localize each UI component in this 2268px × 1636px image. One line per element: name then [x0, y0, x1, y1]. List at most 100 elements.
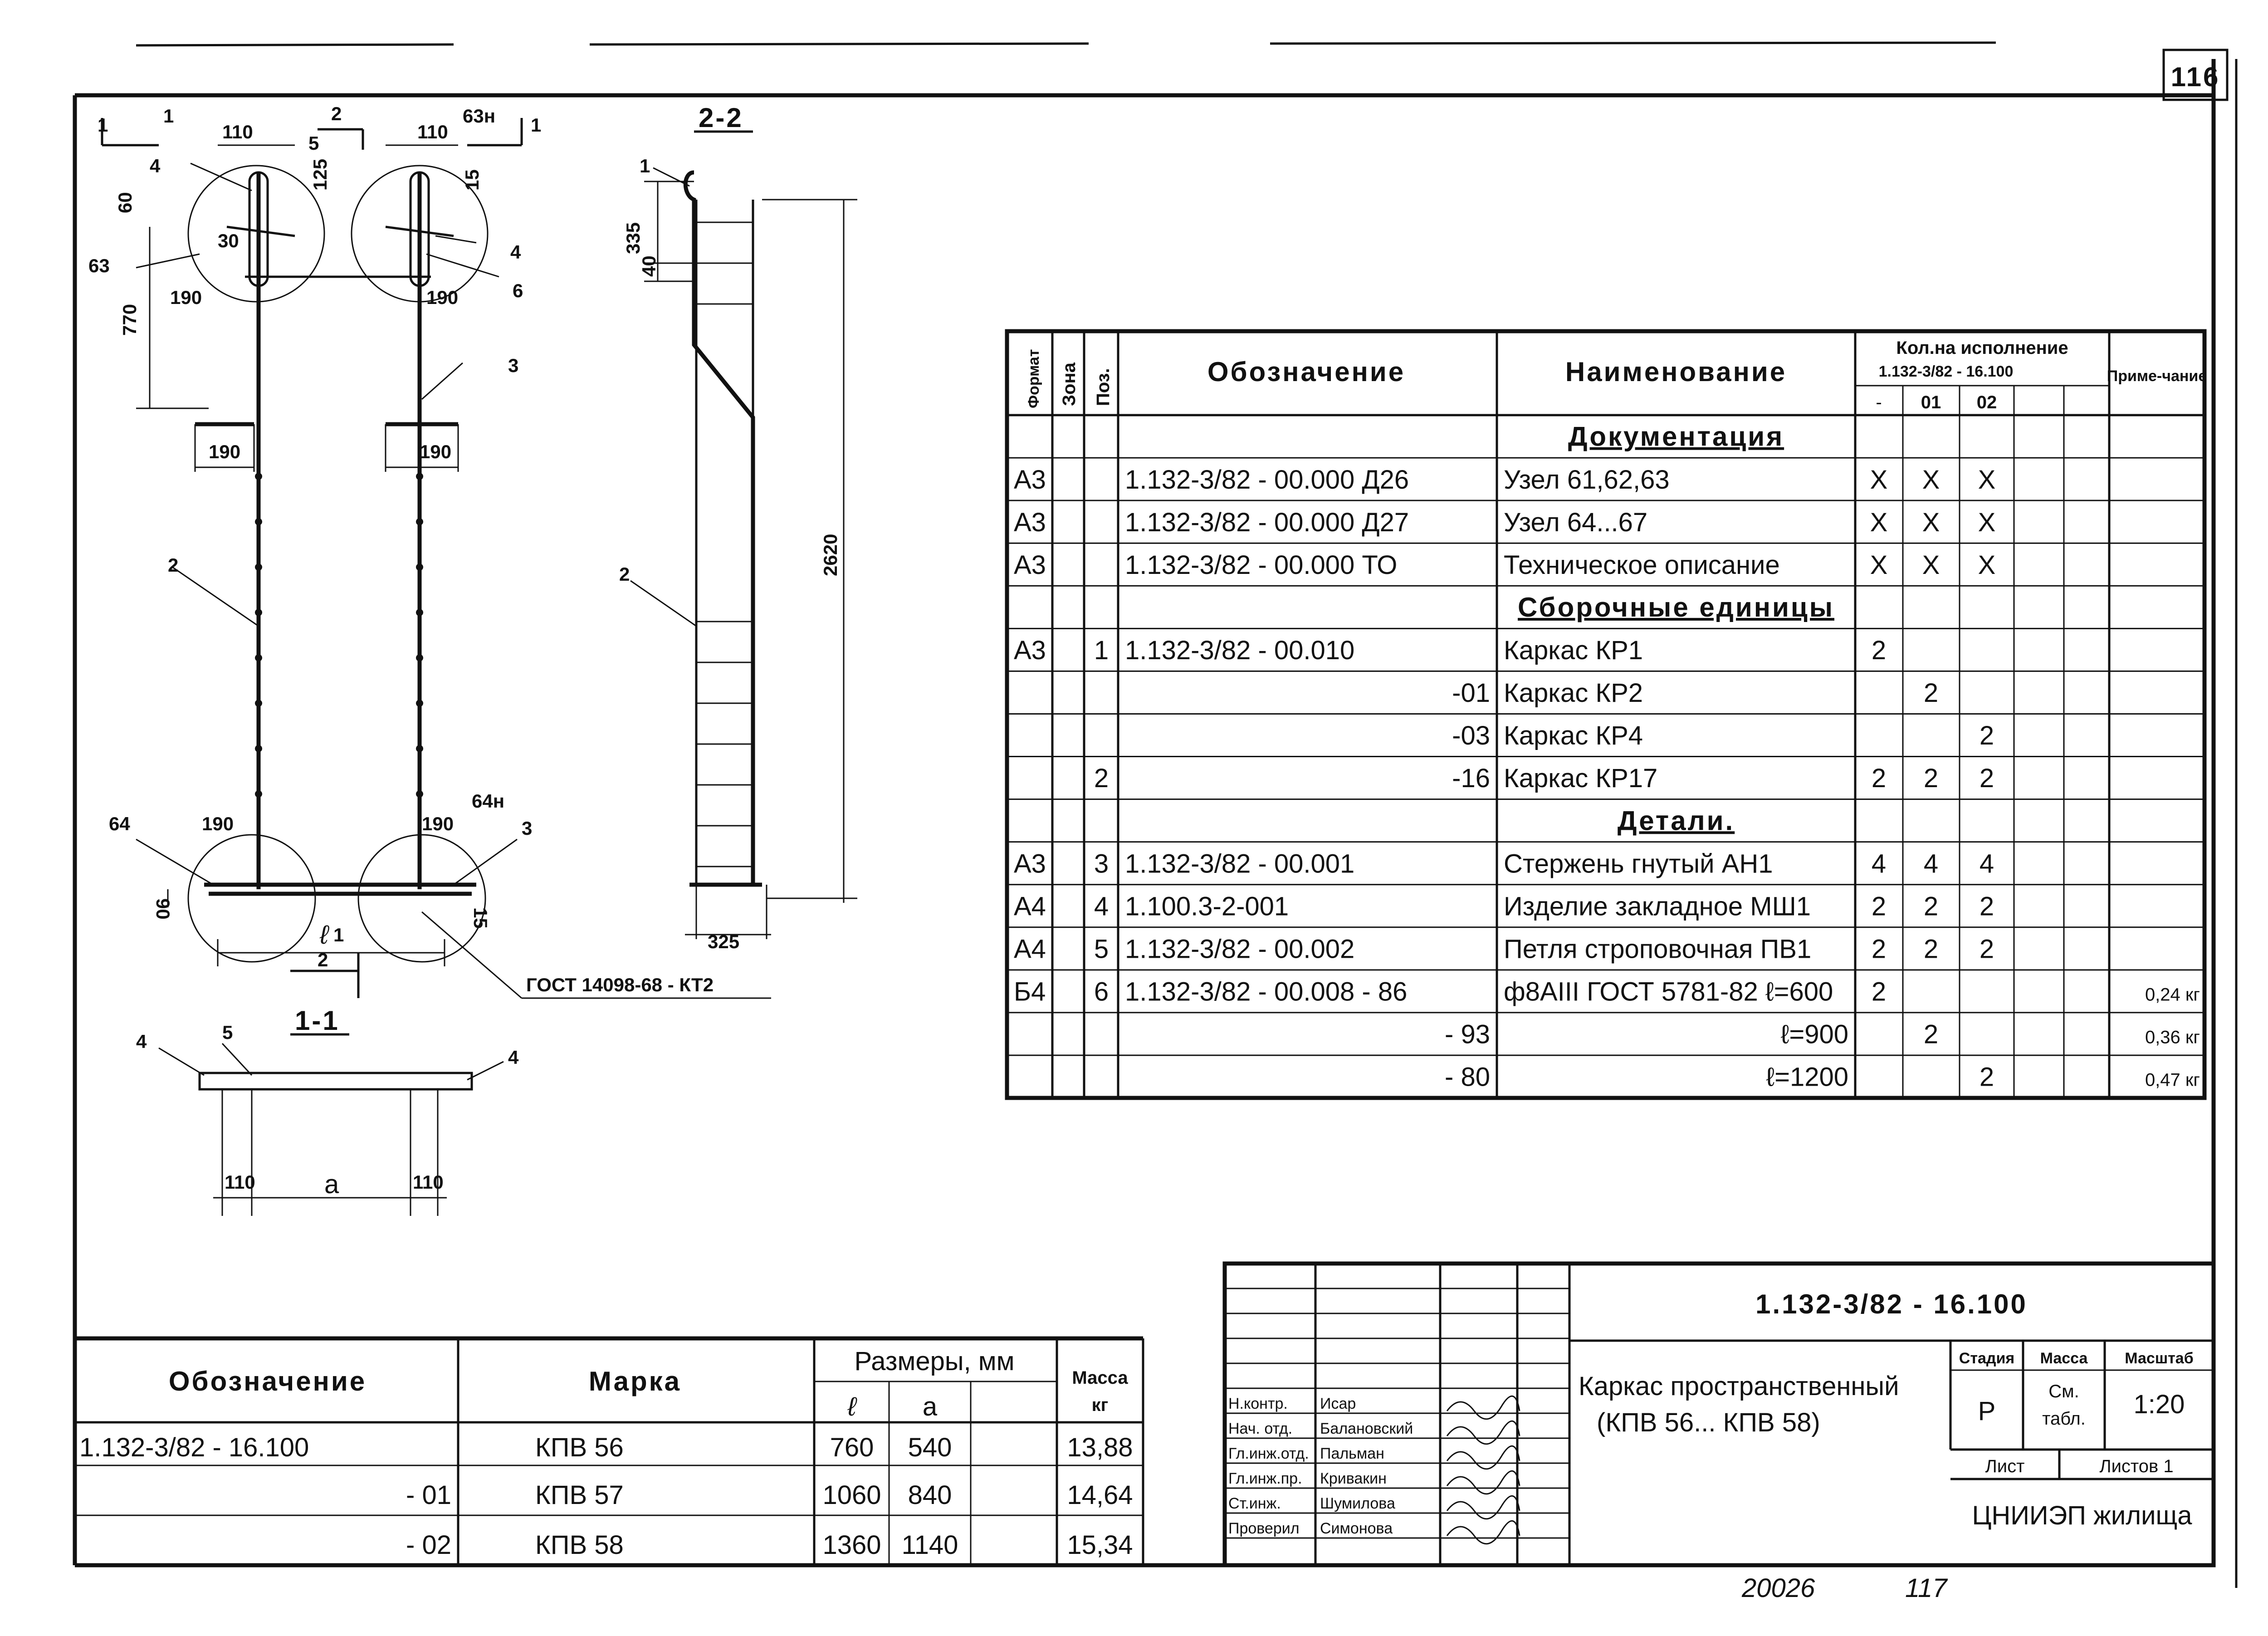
- approval-name: Шумилова: [1320, 1495, 1395, 1512]
- spec-header-format: Формат: [1025, 349, 1042, 408]
- dimension: 190: [170, 287, 202, 308]
- size-table: Обозначение Марка Размеры, мм ℓ a Масса …: [75, 1336, 1144, 1565]
- spec-cell-designation: 1.132-3/82 - 00.008 - 86: [1125, 977, 1407, 1007]
- spec-cell-designation: -03: [1452, 721, 1490, 750]
- spec-cell-designation: - 80: [1445, 1063, 1490, 1092]
- spec-cell-name: Петля строповочная ПВ1: [1504, 934, 1811, 964]
- mass-label: Масса: [2040, 1350, 2088, 1367]
- callout: 4: [508, 1047, 519, 1068]
- spec-header-qty-title: Кол.на исполнение: [1896, 338, 2068, 358]
- size-header-designation: Обозначение: [169, 1366, 367, 1396]
- size-cell-a: 840: [908, 1480, 952, 1510]
- size-header-sizes: Размеры, мм: [854, 1347, 1014, 1376]
- size-header-mark: Марка: [589, 1366, 681, 1396]
- section-label: 2-2: [699, 103, 743, 133]
- spec-cell-name: Каркас КР17: [1504, 764, 1657, 793]
- spec-header-designation: Обозначение: [1207, 357, 1405, 387]
- size-cell-a: 1140: [902, 1530, 958, 1560]
- bar-weld-points: [255, 473, 423, 798]
- spec-section-heading: Сборочные единицы: [1518, 592, 1834, 622]
- spec-cell-name: Каркас КР1: [1504, 636, 1643, 665]
- stage-value: Р: [1978, 1396, 1996, 1426]
- size-header-mass-unit: кг: [1092, 1395, 1109, 1415]
- gost-note: ГОСТ 14098-68 - КТ2: [526, 974, 714, 995]
- spec-header-qty-col: 01: [1921, 392, 1941, 412]
- spec-cell-name: Изделие закладное МШ1: [1504, 891, 1811, 921]
- spec-cell-qty: X: [1870, 550, 1888, 580]
- approval-role: Н.контр.: [1228, 1395, 1288, 1412]
- spec-cell-pos: 6: [1094, 977, 1109, 1007]
- callout: 64н: [472, 790, 504, 812]
- approval-role: Проверил: [1228, 1520, 1300, 1537]
- footer-note: 117: [1905, 1573, 1948, 1603]
- spec-cell-qty: X: [1870, 465, 1888, 495]
- spec-section-heading: Детали.: [1618, 805, 1735, 836]
- footer-note: 20026: [1741, 1573, 1815, 1603]
- spec-cell-designation: 1.132-3/82 - 00.010: [1125, 636, 1354, 665]
- spec-cell-qty: 2: [1872, 636, 1886, 665]
- spec-cell-designation: 1.100.3-2-001: [1125, 891, 1289, 921]
- dimension: 325: [708, 931, 739, 952]
- title-line-1: Каркас пространственный: [1579, 1371, 1899, 1401]
- spec-cell-pos: 2: [1094, 764, 1109, 793]
- dimension: 190: [209, 441, 240, 462]
- dimension: 190: [202, 813, 234, 834]
- spec-cell-qty: 2: [1872, 764, 1886, 793]
- spec-cell-qty: 2: [1980, 764, 1994, 793]
- dimension: ℓ: [319, 920, 329, 950]
- title-line-2: (КПВ 56... КПВ 58): [1597, 1408, 1820, 1437]
- size-cell-mass: 13,88: [1067, 1433, 1133, 1462]
- organization-name: ЦНИИЭП жилища: [1972, 1501, 2192, 1530]
- spec-cell-qty: 2: [1924, 764, 1938, 793]
- spec-cell-qty: 2: [1924, 934, 1938, 964]
- dimension: 110: [413, 1171, 444, 1193]
- section-marker: 2: [331, 103, 342, 124]
- callout: 5: [222, 1022, 233, 1043]
- dimension: 40: [638, 255, 660, 277]
- size-header-mass: Масса: [1072, 1368, 1128, 1388]
- callout: 1: [163, 105, 174, 127]
- dimension: 190: [420, 441, 451, 462]
- spec-cell-qty: 2: [1980, 934, 1994, 964]
- callout: 3: [522, 818, 532, 839]
- spec-cell-qty: 2: [1924, 678, 1938, 708]
- spec-cell-qty: 4: [1924, 849, 1938, 878]
- signatures: [1446, 1396, 1520, 1545]
- spec-cell-pos: 1: [1094, 636, 1109, 665]
- spec-cell-name: Узел 61,62,63: [1504, 465, 1670, 495]
- size-cell-mark: КПВ 57: [535, 1480, 624, 1510]
- dimension: 190: [422, 813, 454, 834]
- doc-number: 1.132-3/82 - 16.100: [1755, 1289, 2028, 1319]
- sheets-label: Листов 1: [2099, 1456, 2173, 1476]
- spec-cell-name: Каркас КР2: [1504, 678, 1643, 708]
- spec-cell-qty: X: [1978, 550, 1996, 580]
- spec-cell-designation: 1.132-3/82 - 00.002: [1125, 934, 1354, 964]
- callout: 2: [619, 563, 630, 585]
- callout: 63н: [463, 105, 495, 127]
- spec-cell-qty: 2: [1924, 891, 1938, 921]
- spec-cell-qty: X: [1922, 550, 1940, 580]
- mass-value-line-2: табл.: [2042, 1409, 2086, 1429]
- spec-cell-name: ф8АIII ГОСТ 5781-82 ℓ=600: [1504, 977, 1833, 1007]
- size-cell-designation: - 02: [406, 1530, 451, 1560]
- footer-notes: 20026 117: [1741, 1573, 1948, 1603]
- spec-cell-qty: 2: [1980, 721, 1994, 750]
- callout: 4: [136, 1031, 147, 1052]
- spec-cell-pos: 3: [1094, 849, 1109, 878]
- dimension: 110: [222, 121, 253, 142]
- callout: 6: [513, 280, 523, 301]
- spec-cell-name: Стержень гнутый АН1: [1504, 849, 1773, 878]
- sheet-frame: 1 1 6: [73, 41, 2238, 1588]
- approval-name: Симонова: [1320, 1520, 1393, 1537]
- spec-cell-designation: 1.132-3/82 - 00.001: [1125, 849, 1354, 878]
- spec-cell-qty: X: [1978, 508, 1996, 537]
- approval-name: Исар: [1320, 1395, 1356, 1412]
- spec-cell-format: Б4: [1014, 977, 1046, 1007]
- spec-cell-note: 0,47 кг: [2145, 1070, 2200, 1090]
- spec-cell-format: А3: [1014, 550, 1046, 580]
- callout: 2: [168, 554, 178, 576]
- spec-cell-name: Каркас КР4: [1504, 721, 1643, 750]
- dimension: 2620: [820, 534, 841, 576]
